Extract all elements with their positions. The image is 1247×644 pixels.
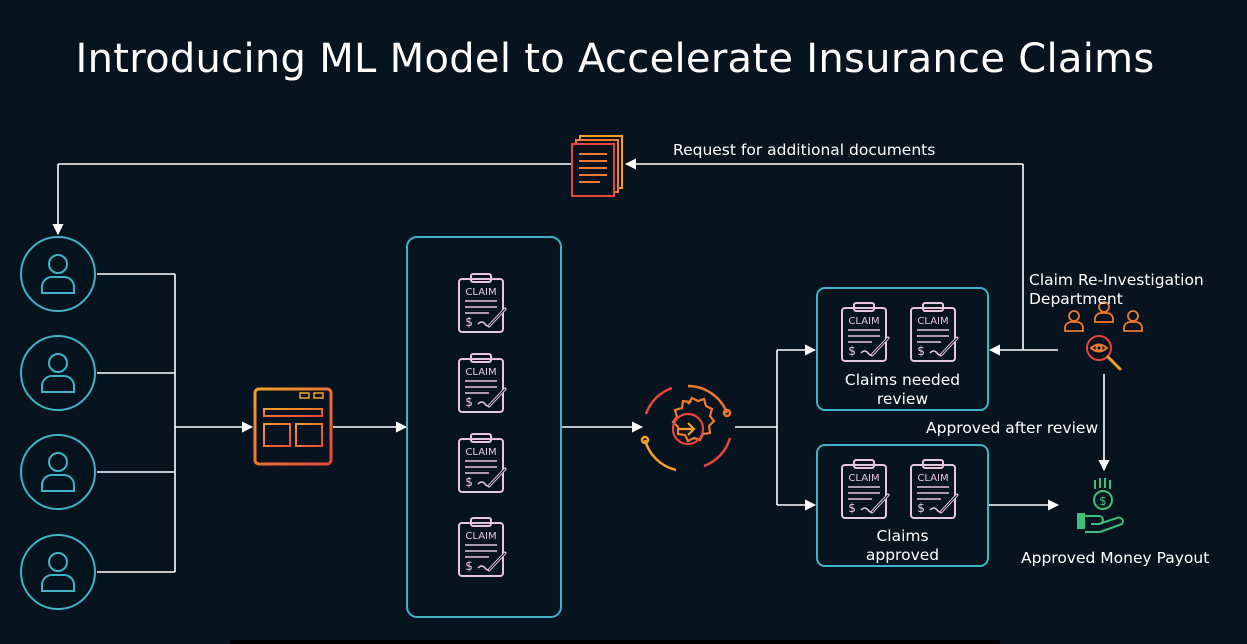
claims-needed-review-label: Claims needed review bbox=[844, 371, 961, 408]
claim-document-icon bbox=[840, 301, 890, 363]
approved-after-review-label: Approved after review bbox=[926, 419, 1099, 437]
request-docs-label: Request for additional documents bbox=[673, 141, 936, 159]
claims-approved-label: Claims approved bbox=[865, 527, 940, 564]
documents-icon bbox=[571, 135, 623, 197]
user-icon bbox=[20, 236, 96, 312]
users-column bbox=[20, 236, 96, 610]
money-payout-icon: $ bbox=[1077, 478, 1124, 533]
claims-needed-review-box bbox=[816, 287, 989, 411]
claim-document-icon bbox=[909, 458, 959, 520]
approved-money-payout-label: Approved Money Payout bbox=[1021, 549, 1210, 567]
web-form-icon bbox=[253, 387, 333, 466]
ml-gear-icon bbox=[640, 384, 732, 472]
claim-document-icon bbox=[840, 458, 890, 520]
reinvestigation-label: Claim Re-Investigation Department bbox=[1029, 271, 1204, 308]
page-title: Introducing ML Model to Accelerate Insur… bbox=[75, 36, 1155, 82]
user-icon bbox=[20, 335, 96, 411]
magnifier-eye-icon bbox=[1086, 335, 1122, 371]
user-icon bbox=[20, 434, 96, 510]
svg-text:$: $ bbox=[1099, 494, 1107, 508]
claim-document-icon bbox=[457, 272, 507, 334]
connectors bbox=[52, 158, 1110, 573]
user-icon bbox=[20, 534, 96, 610]
bottom-bar bbox=[230, 640, 1000, 644]
claim-document-icon bbox=[457, 352, 507, 414]
claims-approved-box bbox=[816, 444, 989, 567]
claim-document-icon bbox=[909, 301, 959, 363]
claim-document-icon bbox=[457, 432, 507, 494]
submitted-claims-box bbox=[406, 236, 562, 618]
claim-document-icon bbox=[457, 516, 507, 578]
